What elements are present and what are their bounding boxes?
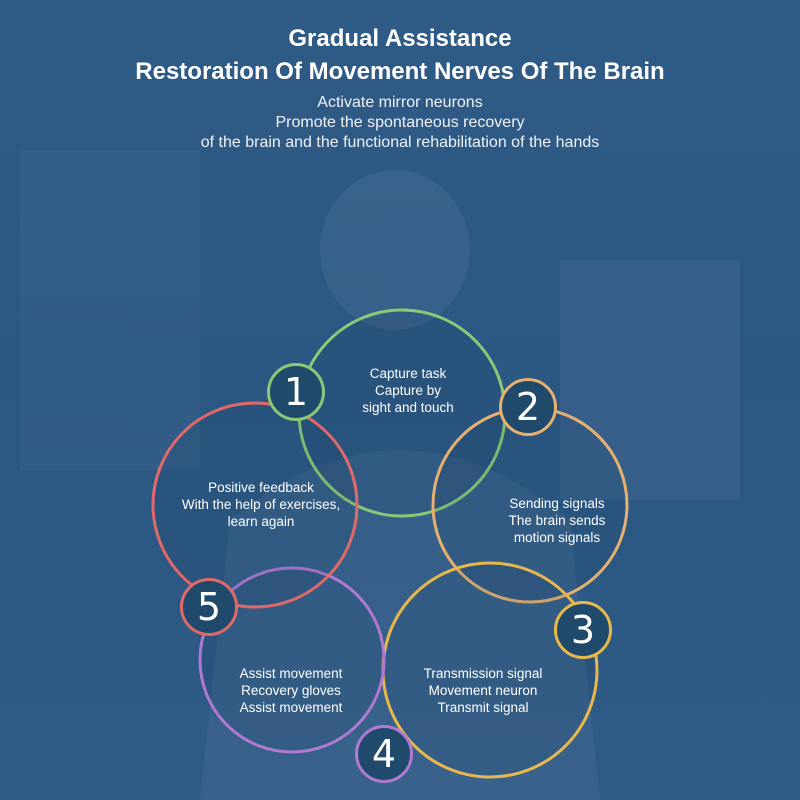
subtitle-line-3: of the brain and the functional rehabili… — [200, 134, 600, 151]
step-1-badge: 1 — [267, 363, 325, 421]
title-line-1: Gradual Assistance — [288, 25, 512, 52]
subtitle: Activate mirror neurons Promote the spon… — [0, 93, 800, 153]
title-line-2: Restoration Of Movement Nerves Of The Br… — [135, 58, 665, 85]
step-2-text: Sending signals The brain sends motion s… — [508, 496, 606, 545]
step-2-badge: 2 — [499, 378, 557, 436]
page-title: Gradual Assistance Restoration Of Moveme… — [0, 22, 800, 88]
subtitle-line-2: Promote the spontaneous recovery — [275, 114, 525, 131]
step-1-text: Capture task Capture by sight and touch — [362, 366, 454, 415]
step-4-text: Assist movement Recovery gloves Assist m… — [239, 666, 343, 715]
step-5-text: Positive feedback With the help of exerc… — [181, 480, 341, 529]
subtitle-line-1: Activate mirror neurons — [317, 94, 483, 111]
circle-step-5 — [151, 401, 359, 609]
step-5-badge: 5 — [180, 578, 238, 636]
circle-step-4 — [198, 566, 386, 754]
step-3-text: Transmission signal Movement neuron Tran… — [423, 666, 543, 715]
step-3-badge: 3 — [554, 601, 612, 659]
step-4-badge: 4 — [355, 725, 413, 783]
